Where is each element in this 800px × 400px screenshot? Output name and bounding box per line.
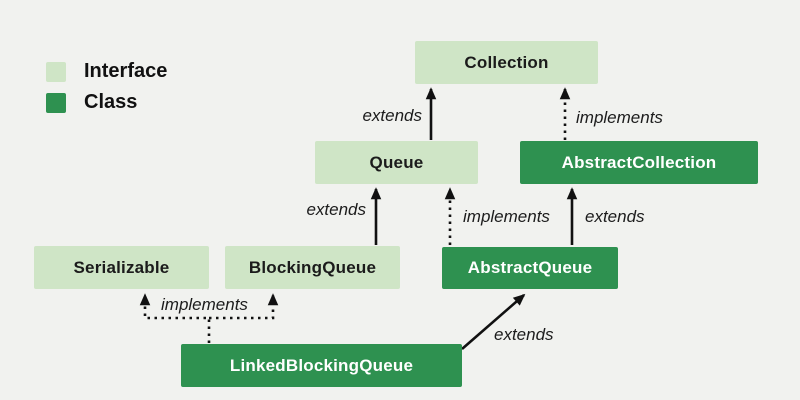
node-serializable: Serializable [34, 246, 209, 289]
node-abstract-collection: AbstractCollection [520, 141, 758, 184]
legend-class-label: Class [84, 91, 138, 113]
edge-label-extends-abstractqueue-abstractcollection: extends [585, 207, 645, 226]
legend-class-swatch [46, 93, 66, 113]
edge-label-implements-lbq: implements [161, 295, 248, 314]
edge-lbq-blockingqueue [209, 293, 279, 320]
edge-lbq-abstractqueue [461, 293, 526, 350]
edge-lbq-serializable [139, 293, 211, 343]
edge-label-extends-lbq-abstractqueue: extends [494, 325, 554, 344]
node-collection: Collection [415, 41, 598, 84]
edge-label-implements-abstractcollection: implements [576, 108, 663, 127]
legend-interface-label: Interface [84, 60, 168, 82]
node-abstract-queue: AbstractQueue [442, 247, 618, 289]
edge-label-extends-blockingqueue-queue: extends [306, 200, 366, 219]
node-linked-blocking-queue: LinkedBlockingQueue [181, 344, 462, 387]
node-blocking-queue: BlockingQueue [225, 246, 400, 289]
edge-label-extends-queue-collection: extends [362, 106, 422, 125]
edge-label-implements-abstractqueue-queue: implements [463, 207, 550, 226]
legend-interface-swatch [46, 62, 66, 82]
node-queue: Queue [315, 141, 478, 184]
